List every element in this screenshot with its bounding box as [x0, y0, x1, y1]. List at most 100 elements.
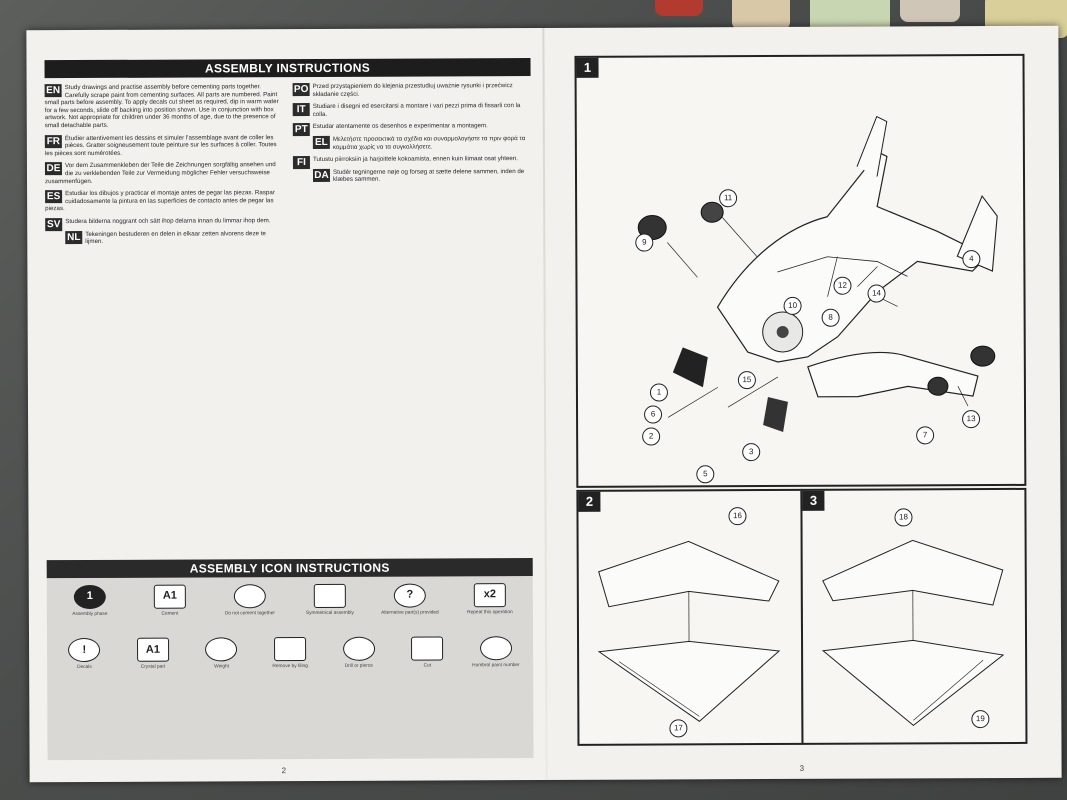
legend-label: Remove by filing: [272, 664, 308, 670]
paint-jar: [655, 0, 703, 16]
icon-legend-item: Remove by filing: [259, 634, 322, 670]
wing-diagram-2: [597, 540, 781, 722]
language-text: Studiare i disegni ed esercitarsi a mont…: [312, 102, 521, 118]
legend-label: Alternative part(s) provided: [381, 610, 439, 616]
step-2-panel: 2 16 17: [576, 488, 804, 746]
callout-9: 9: [635, 233, 654, 252]
legend-label: Do not cement together: [224, 611, 275, 617]
icon-legend-item: ? Alternative part(s) provided: [373, 580, 447, 616]
language-code: NL: [65, 230, 83, 244]
language-text: Vor dem Zusammenkleben der Teile die Zei…: [45, 161, 276, 185]
wing-diagram-3: [821, 539, 1005, 727]
legend-symbol-icon: !: [68, 638, 101, 663]
legend-symbol-icon: A1: [153, 584, 186, 609]
language-text: Estudar atentamente os desenhos e experi…: [312, 122, 488, 131]
legend-symbol-icon: 1: [73, 584, 106, 610]
language-text: Przed przystąpieniem do klejenia przestu…: [312, 82, 513, 98]
language-code: PO: [292, 83, 310, 97]
icon-legend-item: ! Decals: [53, 635, 116, 671]
legend-symbol-icon: x2: [473, 583, 506, 608]
callout-7: 7: [916, 426, 935, 445]
callout-8: 8: [821, 308, 840, 327]
page-number-left: 2: [281, 766, 287, 776]
language-code: DE: [44, 162, 62, 176]
step-1-panel: 1: [574, 53, 1027, 488]
legend-symbol-icon: [411, 636, 444, 661]
language-text: Studera bilderna noggrant och sätt ihop …: [65, 217, 271, 225]
legend-symbol-icon: [205, 637, 238, 662]
language-code: EL: [312, 135, 330, 149]
callout-1: 1: [649, 383, 668, 402]
legend-label: Drill or pierce: [344, 664, 373, 670]
callout-14: 14: [867, 284, 886, 303]
callout-2: 2: [642, 427, 661, 446]
paint-jar: [900, 0, 960, 22]
language-code: IT: [292, 103, 310, 117]
legend-label: Crystal part: [140, 665, 166, 671]
callout-3: 3: [742, 443, 761, 462]
callout-17: 17: [669, 719, 688, 738]
icon-legend-item: Drill or pierce: [327, 634, 390, 670]
language-code: FR: [44, 134, 62, 148]
legend-label: Assembly phase: [72, 611, 108, 618]
callout-5: 5: [696, 465, 715, 484]
legend-label: Humbrol paint number: [472, 663, 520, 669]
language-text: Study drawings and practise assembly bef…: [44, 83, 279, 130]
legend-symbol-icon: [313, 583, 346, 609]
legend-label: Decals: [77, 665, 92, 671]
legend-label: Weight: [214, 664, 230, 670]
icon-legend-item: Humbrol paint number: [464, 633, 527, 669]
icon-legend-item: Weight: [190, 635, 253, 671]
legend-label: Cement: [161, 611, 179, 617]
callout-12: 12: [833, 276, 852, 295]
legend-symbol-icon: [342, 637, 375, 662]
legend-label: Cut: [423, 663, 432, 669]
paint-jar: [732, 0, 790, 30]
language-text: Étudier attentivement les dessins et sim…: [44, 133, 277, 157]
language-code: DA: [312, 168, 331, 182]
page-number-right: 3: [799, 763, 805, 773]
callout-11: 11: [719, 189, 738, 208]
language-text: Tekeningen bestuderen en delen in elkaar…: [85, 229, 266, 246]
callout-18: 18: [894, 508, 913, 527]
sheet-fold: [542, 27, 548, 780]
language-text: Μελετήστε προσεκτικά τα σχέδια και συναρ…: [332, 135, 526, 151]
legend-symbol-icon: ?: [393, 583, 426, 608]
callout-6: 6: [644, 405, 663, 424]
fuselage-diagram: [637, 115, 998, 432]
icon-legend-item: Cut: [396, 634, 459, 670]
callout-19: 19: [971, 710, 990, 729]
legend-label: Repeat this operation: [467, 610, 513, 616]
callout-16: 16: [728, 507, 747, 526]
legend-symbol-icon: [479, 636, 512, 661]
language-code: PT: [292, 123, 310, 137]
language-code: FI: [292, 156, 310, 170]
language-text: Estudiar los dibujos y practicar el mont…: [45, 189, 275, 213]
callout-15: 15: [737, 371, 756, 390]
language-text: Studér tegningerne nøje og forsøg at sæt…: [332, 167, 525, 184]
language-text: Tutustu piirroksiin ja harjoittele kokoa…: [312, 155, 519, 164]
legend-symbol-icon: [274, 637, 307, 662]
language-code: EN: [44, 84, 62, 98]
